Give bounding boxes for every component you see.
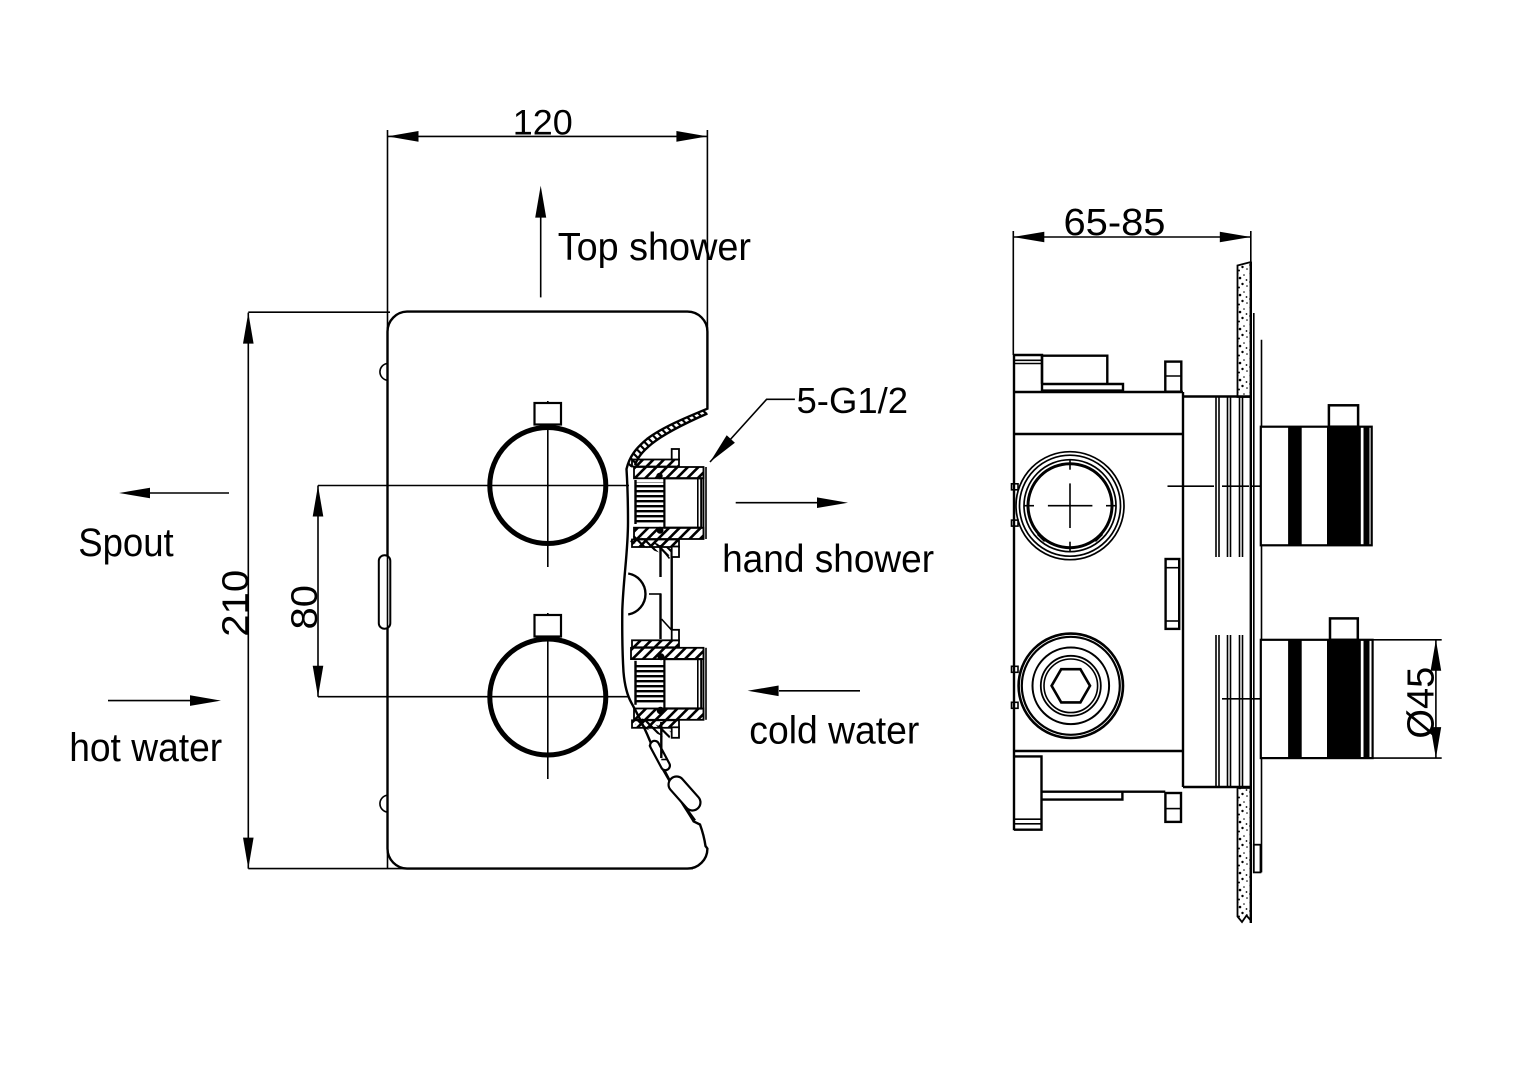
svg-text:5-G1/2: 5-G1/2 bbox=[797, 380, 909, 421]
svg-text:Ø45: Ø45 bbox=[1401, 667, 1443, 739]
svg-text:80: 80 bbox=[284, 585, 325, 630]
svg-text:120: 120 bbox=[513, 104, 573, 143]
svg-text:Top shower: Top shower bbox=[558, 226, 751, 269]
svg-text:hand shower: hand shower bbox=[722, 538, 934, 581]
svg-text:hot water: hot water bbox=[69, 726, 222, 770]
svg-text:210: 210 bbox=[214, 570, 256, 637]
svg-text:65-85: 65-85 bbox=[1064, 202, 1166, 244]
svg-text:Spout: Spout bbox=[78, 521, 174, 565]
svg-text:cold water: cold water bbox=[749, 710, 919, 753]
